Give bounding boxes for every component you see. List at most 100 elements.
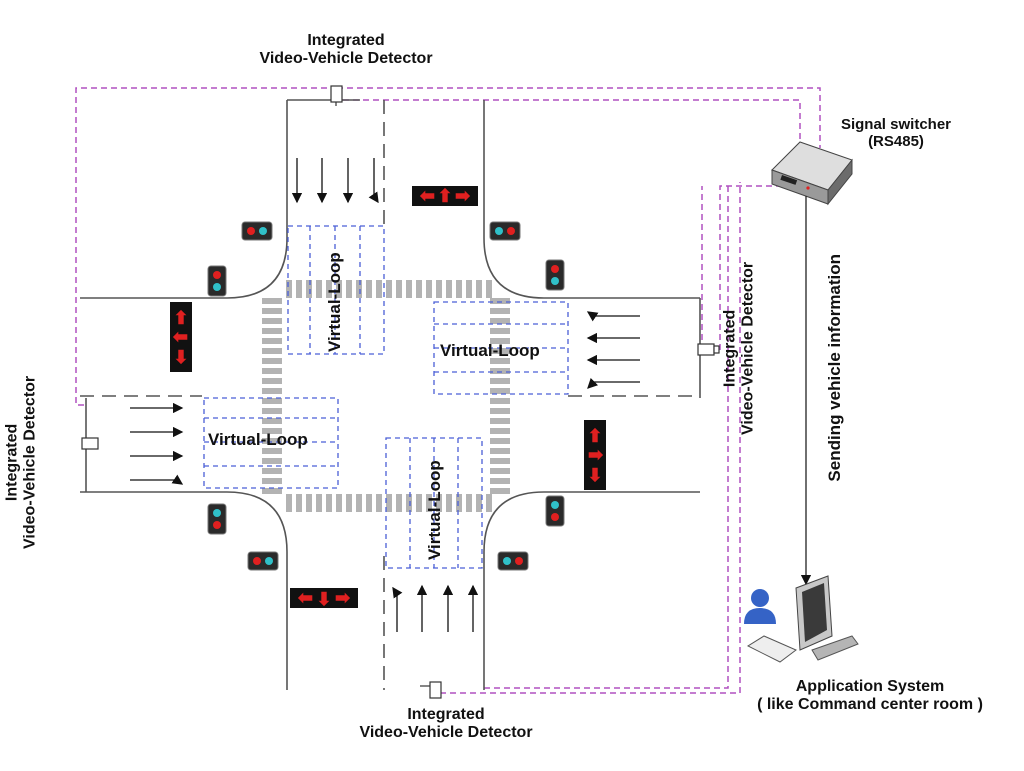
virtual-loop-west-label: Virtual-Loop [208,430,308,449]
traffic-light-icon [545,495,565,527]
traffic-light-icon [545,259,565,291]
crosswalk-stripe [406,280,412,298]
crosswalk-stripe [296,280,302,298]
crosswalk-stripe [416,494,422,512]
traffic-arrows [130,158,640,632]
crosswalk-south [286,494,492,512]
crosswalk-stripe [316,280,322,298]
traffic-light-icon [497,551,529,571]
crosswalk-stripe [446,494,452,512]
signal-switcher-label: Signal switcher(RS485) [840,116,952,151]
crosswalk-stripe [490,318,510,324]
sending-info-label: Sending vehicle information [825,253,845,482]
crosswalk-stripe [490,418,510,424]
crosswalk-west [262,298,282,494]
crosswalk-stripe [262,388,282,394]
crosswalk-stripe [356,494,362,512]
crosswalk-stripe [262,328,282,334]
arrow-sign-icon [170,302,192,372]
computer-icon [746,575,859,663]
virtual-loop-south [385,437,483,569]
crosswalk-stripe [466,494,472,512]
crosswalk-stripe [386,494,392,512]
crosswalk-stripe [262,408,282,414]
crosswalk-stripe [262,448,282,454]
crosswalk-stripe [262,428,282,434]
crosswalk-stripe [486,494,492,512]
crosswalk-stripe [446,280,452,298]
crosswalk-stripe [490,358,510,364]
traffic-light-icon [207,265,227,297]
crosswalk-stripe [396,280,402,298]
crosswalk-stripe [490,398,510,404]
virtual-loop-east [433,301,569,395]
road-edges [80,99,701,690]
crosswalk-stripe [346,494,352,512]
crosswalk-stripe [490,458,510,464]
crosswalk-stripe [490,348,510,354]
crosswalk-stripe [490,438,510,444]
crosswalk-stripe [376,280,382,298]
crosswalk-stripe [262,308,282,314]
crosswalk-stripe [286,280,292,298]
crosswalk-stripe [376,494,382,512]
crosswalk-stripe [490,368,510,374]
crosswalk-stripe [416,280,422,298]
arrow-sign-icon [290,588,358,608]
crosswalk-stripe [336,494,342,512]
virtual-loop-east-label: Virtual-Loop [440,341,540,360]
crosswalk-stripe [356,280,362,298]
camera-icon [81,437,99,450]
camera-icon [697,343,720,356]
signal-wiring [75,87,821,694]
crosswalk-stripe [366,494,372,512]
crosswalk-stripe [490,388,510,394]
crosswalk-stripe [476,494,482,512]
crosswalk-stripe [262,398,282,404]
crosswalk-stripe [490,478,510,484]
crosswalk-stripe [490,408,510,414]
traffic-light-icon [489,221,521,241]
crosswalk-stripe [456,494,462,512]
crosswalk-stripe [316,494,322,512]
crosswalk-stripe [466,280,472,298]
traffic-light-icon [241,221,273,241]
crosswalk-stripe [366,280,372,298]
crosswalk-stripe [476,280,482,298]
crosswalk-stripe [262,348,282,354]
virtual-loop-south-label: Virtual-Loop [425,460,444,560]
traffic-light-icon [247,551,279,571]
crosswalk-stripe [426,494,432,512]
traffic-lights [207,221,565,571]
crosswalk-stripe [490,428,510,434]
arrow-sign-icon [584,420,606,490]
application-system-label: Application System( like Command center … [757,678,983,714]
signal-switcher-icon [771,141,853,206]
crosswalk-stripe [336,280,342,298]
crosswalk-stripe [326,280,332,298]
crosswalk-stripe [436,280,442,298]
crosswalk-stripe [326,494,332,512]
crosswalk-stripe [456,280,462,298]
crosswalk-stripe [306,280,312,298]
crosswalk-stripe [262,378,282,384]
crosswalks [262,280,510,512]
crosswalk-stripe [262,418,282,424]
virtual-loop-north [287,225,385,355]
crosswalk-stripe [262,358,282,364]
crosswalk-stripe [262,438,282,444]
crosswalk-east [490,298,510,494]
crosswalk-stripe [386,280,392,298]
crosswalk-stripe [490,448,510,454]
crosswalk-stripe [262,468,282,474]
crosswalk-stripe [262,318,282,324]
crosswalk-north [286,280,492,298]
crosswalk-stripe [262,458,282,464]
arrow-sign-icon [412,186,478,206]
crosswalk-stripe [490,308,510,314]
camera-icon [420,681,442,699]
